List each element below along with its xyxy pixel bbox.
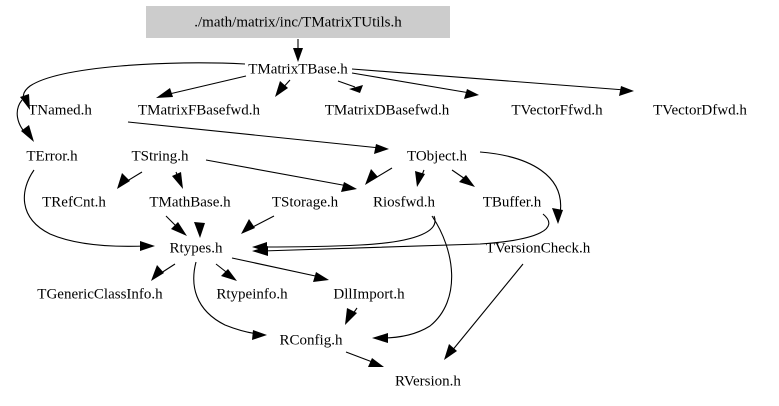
edge-tversioncheck-to-rversion	[444, 263, 524, 360]
edge-tstring-to-trefcnt	[117, 171, 143, 189]
node-trefcnt[interactable]: TRefCnt.h	[42, 194, 106, 210]
edge-tobject-to-tstorage	[365, 167, 393, 185]
edge-dllimport-to-rconfig	[345, 307, 358, 325]
edge-layer	[16, 39, 634, 367]
edge-tmatrixtbase-to-tvectordfwd	[351, 68, 634, 96]
root-node-label: ./math/matrix/inc/TMatrixTUtils.h	[194, 14, 402, 30]
edge-tmatrixtbase-to-tmatrixdbasefwd	[275, 79, 291, 97]
node-tbuffer[interactable]: TBuffer.h	[483, 194, 542, 210]
node-tstring[interactable]: TString.h	[131, 148, 189, 164]
node-rversion[interactable]: RVersion.h	[395, 373, 461, 389]
edge-tstring-to-tstorage	[205, 159, 357, 192]
node-tmathbase[interactable]: TMathBase.h	[149, 194, 231, 210]
node-tmatrixfbasefwd[interactable]: TMatrixFBasefwd.h	[138, 102, 261, 118]
edge-rtypes-to-dllimport	[231, 257, 329, 282]
edge-root-to-tmatrixtbase	[293, 39, 303, 62]
edge-tobject-to-tbuffer	[451, 169, 475, 187]
root-node-box	[146, 6, 450, 38]
edge-tbuffer-to-rtypes	[252, 213, 550, 256]
edge-trefcnt-to-rtypes	[194, 222, 205, 238]
edge-tstorage-to-rtypes	[241, 215, 275, 234]
node-tgenericclassinfo[interactable]: TGenericClassInfo.h	[37, 286, 163, 302]
edge-tmatrixtbase-to-tnamed	[20, 62, 246, 110]
node-dllimport[interactable]: DllImport.h	[333, 286, 405, 302]
node-tvectordfwd[interactable]: TVectorDfwd.h	[653, 102, 747, 118]
node-tvectorffwd[interactable]: TVectorFfwd.h	[511, 102, 603, 118]
node-tobject[interactable]: TObject.h	[407, 148, 468, 164]
edge-terror-to-rtypes	[23, 169, 155, 251]
edge-tmatrixtbase-to-tobject	[127, 121, 389, 154]
edge-rtypes-to-rtypeinfo	[215, 263, 237, 281]
edge-tmathbase-to-rtypes	[165, 215, 187, 236]
node-terror[interactable]: TError.h	[26, 148, 78, 164]
node-rconfig[interactable]: RConfig.h	[280, 332, 343, 348]
node-tnamed[interactable]: TNamed.h	[28, 102, 92, 118]
edge-tmatrixtbase-to-tvectorffwd	[351, 72, 479, 99]
node-rtypeinfo[interactable]: Rtypeinfo.h	[216, 286, 288, 302]
edge-tobject-to-tversioncheck	[479, 151, 563, 224]
edge-tmatrixtbase-to-tstring	[337, 80, 363, 93]
edge-rtypes-to-tgenericclassinfo	[151, 263, 176, 281]
node-rtypes[interactable]: Rtypes.h	[170, 240, 223, 256]
node-tversioncheck[interactable]: TVersionCheck.h	[486, 240, 591, 256]
root-node[interactable]: ./math/matrix/inc/TMatrixTUtils.h	[146, 6, 450, 38]
edge-tnamed-to-terror	[16, 99, 34, 142]
node-layer: TMatrixTBase.h TNamed.h TMatrixFBasefwd.…	[26, 61, 747, 389]
node-tmatrixdbasefwd[interactable]: TMatrixDBasefwd.h	[325, 102, 450, 118]
edge-rtypes-to-rconfig	[193, 261, 267, 340]
edge-riosfwd-to-rconfig	[372, 215, 453, 343]
node-tstorage[interactable]: TStorage.h	[272, 194, 339, 210]
node-riosfwd[interactable]: Riosfwd.h	[373, 194, 436, 210]
node-tmatrixtbase[interactable]: TMatrixTBase.h	[248, 61, 348, 77]
edge-tstring-to-tmathbase	[172, 171, 183, 189]
edge-rconfig-to-rversion	[345, 351, 384, 367]
edge-tobject-to-riosfwd	[415, 169, 425, 187]
edge-tmatrixtbase-to-tmatrixfbasefwd	[156, 75, 247, 98]
